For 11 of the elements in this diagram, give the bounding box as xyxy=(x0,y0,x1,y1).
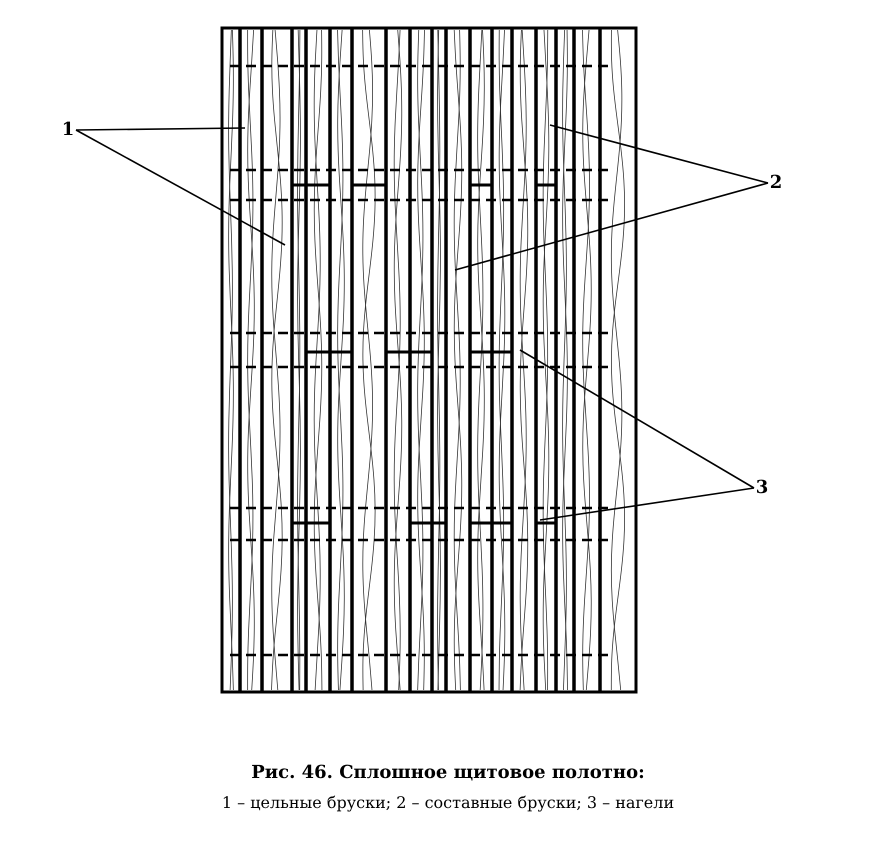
leader-line xyxy=(76,127,245,131)
leader-line xyxy=(454,182,768,271)
leader-line xyxy=(550,124,768,184)
callout-number: 1 xyxy=(60,120,76,140)
callout-number: 2 xyxy=(768,173,784,193)
figure-title: Рис. 46. Сплошное щитовое полотно: xyxy=(250,762,646,783)
leader-line xyxy=(76,129,286,246)
leader-line xyxy=(520,349,754,489)
figure-caption: 1 – цельные бруски; 2 – составные бруски; 3 – нагели xyxy=(220,793,676,812)
leader-line xyxy=(540,487,754,521)
callout-number: 3 xyxy=(754,478,770,498)
